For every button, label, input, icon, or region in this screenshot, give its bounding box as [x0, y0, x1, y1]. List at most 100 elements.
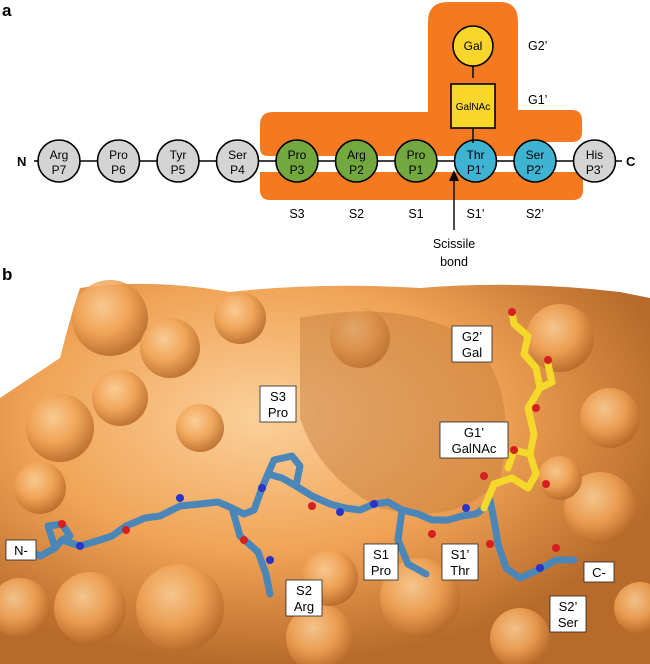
- residue-position-label: P1: [409, 163, 424, 177]
- residue-circle: [334, 139, 379, 183]
- surface-bump: [330, 308, 390, 368]
- surface-bump: [26, 394, 94, 462]
- label-s2p: S2’: [559, 599, 578, 614]
- residue-aa-label: Ser: [228, 148, 247, 162]
- label-s3: S3: [270, 389, 286, 404]
- residue-circle: [37, 139, 81, 183]
- surface-bump: [92, 370, 148, 426]
- g1-site-label: G1’: [528, 93, 547, 107]
- label-arg: Arg: [294, 599, 314, 614]
- surface-bump: [214, 292, 266, 344]
- surface-bump: [54, 572, 126, 644]
- surface-bump: [136, 564, 224, 652]
- surface-bump: [0, 578, 50, 638]
- surface-bump: [538, 456, 582, 500]
- panel-b-letter: b: [2, 265, 13, 284]
- residue-circle: [572, 139, 617, 183]
- label-gal: Gal: [462, 345, 482, 360]
- surface-bump: [614, 582, 650, 634]
- label-s1p-thr: S1’ Thr: [441, 543, 479, 581]
- label-g2: G2’: [462, 329, 482, 344]
- label-n-term: N-: [5, 539, 37, 561]
- label-s1-pro-text: Pro: [371, 563, 391, 578]
- surface-bump: [526, 304, 594, 372]
- gal-sugar-circle: [452, 25, 494, 67]
- panel-a-letter: a: [2, 1, 12, 20]
- label-c-term: C-: [583, 561, 615, 583]
- label-s2-arg: S2 Arg: [285, 579, 323, 617]
- surface-bump: [176, 404, 224, 452]
- galnac-sugar-square: [450, 83, 496, 129]
- label-g2-gal: G2’ Gal: [451, 325, 493, 363]
- label-g1: G1’: [464, 425, 484, 440]
- subsite-label: S2’: [526, 207, 544, 221]
- residue-circle: [215, 139, 260, 183]
- surface-bump: [490, 608, 550, 664]
- residue-aa-label: Pro: [407, 148, 426, 162]
- label-s3-pro: S3 Pro: [259, 385, 297, 423]
- c-terminus-label: C: [626, 154, 636, 169]
- glycan-stick-model: [480, 308, 556, 512]
- residue-position-label: P5: [171, 163, 186, 177]
- surface-bump: [286, 604, 354, 664]
- residue-aa-label: Ser: [526, 148, 545, 162]
- label-s1p: S1’: [451, 547, 470, 562]
- label-s3-pro-text: Pro: [268, 405, 288, 420]
- surface-bump: [72, 280, 148, 356]
- residue-aa-label: Arg: [50, 148, 69, 162]
- scissile-arrowhead: [449, 170, 459, 181]
- residue-position-label: P4: [230, 163, 245, 177]
- residue-circle: [453, 139, 498, 183]
- label-s1: S1: [373, 547, 389, 562]
- residue-aa-label: His: [586, 148, 603, 162]
- galnac-label: GalNAc: [456, 102, 490, 113]
- residue-aa-label: Arg: [347, 148, 366, 162]
- n-terminus-label: N: [17, 154, 26, 169]
- subsite-label: S1: [408, 207, 423, 221]
- surface-bump: [14, 462, 66, 514]
- subsite-label: S2: [349, 207, 364, 221]
- label-galnac: GalNAc: [452, 441, 497, 456]
- residue-position-label: P1’: [467, 163, 484, 177]
- surface-bump: [380, 558, 460, 638]
- label-s2: S2: [296, 583, 312, 598]
- panel-a-schematic: a N C ArgP7ProP6TyrP5SerP4ProP3ArgP2ProP…: [2, 1, 636, 269]
- scissile-label-line1: Scissile: [433, 237, 475, 251]
- surface-bump: [564, 472, 636, 544]
- label-c: C-: [592, 565, 606, 580]
- residue-position-label: P7: [52, 163, 67, 177]
- label-s2p-ser: S2’ Ser: [549, 595, 587, 633]
- label-thr: Thr: [450, 563, 470, 578]
- label-s1-pro: S1 Pro: [363, 543, 399, 581]
- residue-position-label: P3’: [586, 163, 603, 177]
- residue-circle: [96, 139, 141, 183]
- panel-b-structure-render: G2’ Gal S3 Pro G1’ GalNAc N- S1 Pro S1’ …: [0, 280, 650, 664]
- peptide-stick-model: [14, 452, 578, 598]
- residue-position-label: P3: [290, 163, 305, 177]
- label-g1-galnac: G1’ GalNAc: [439, 421, 509, 459]
- residue-circle: [156, 139, 200, 183]
- surface-bump: [140, 318, 200, 378]
- subsite-label: S3: [289, 207, 304, 221]
- residue-circle: [513, 139, 557, 183]
- residue-aa-label: Tyr: [170, 148, 187, 162]
- residue-aa-label: Thr: [467, 148, 485, 162]
- label-ser: Ser: [558, 615, 579, 630]
- residue-position-label: P2: [349, 163, 364, 177]
- residue-position-label: P2’: [526, 163, 543, 177]
- gal-label: Gal: [464, 39, 483, 53]
- surface-bump: [580, 388, 640, 448]
- residue-aa-label: Pro: [288, 148, 307, 162]
- residue-position-label: P6: [111, 163, 126, 177]
